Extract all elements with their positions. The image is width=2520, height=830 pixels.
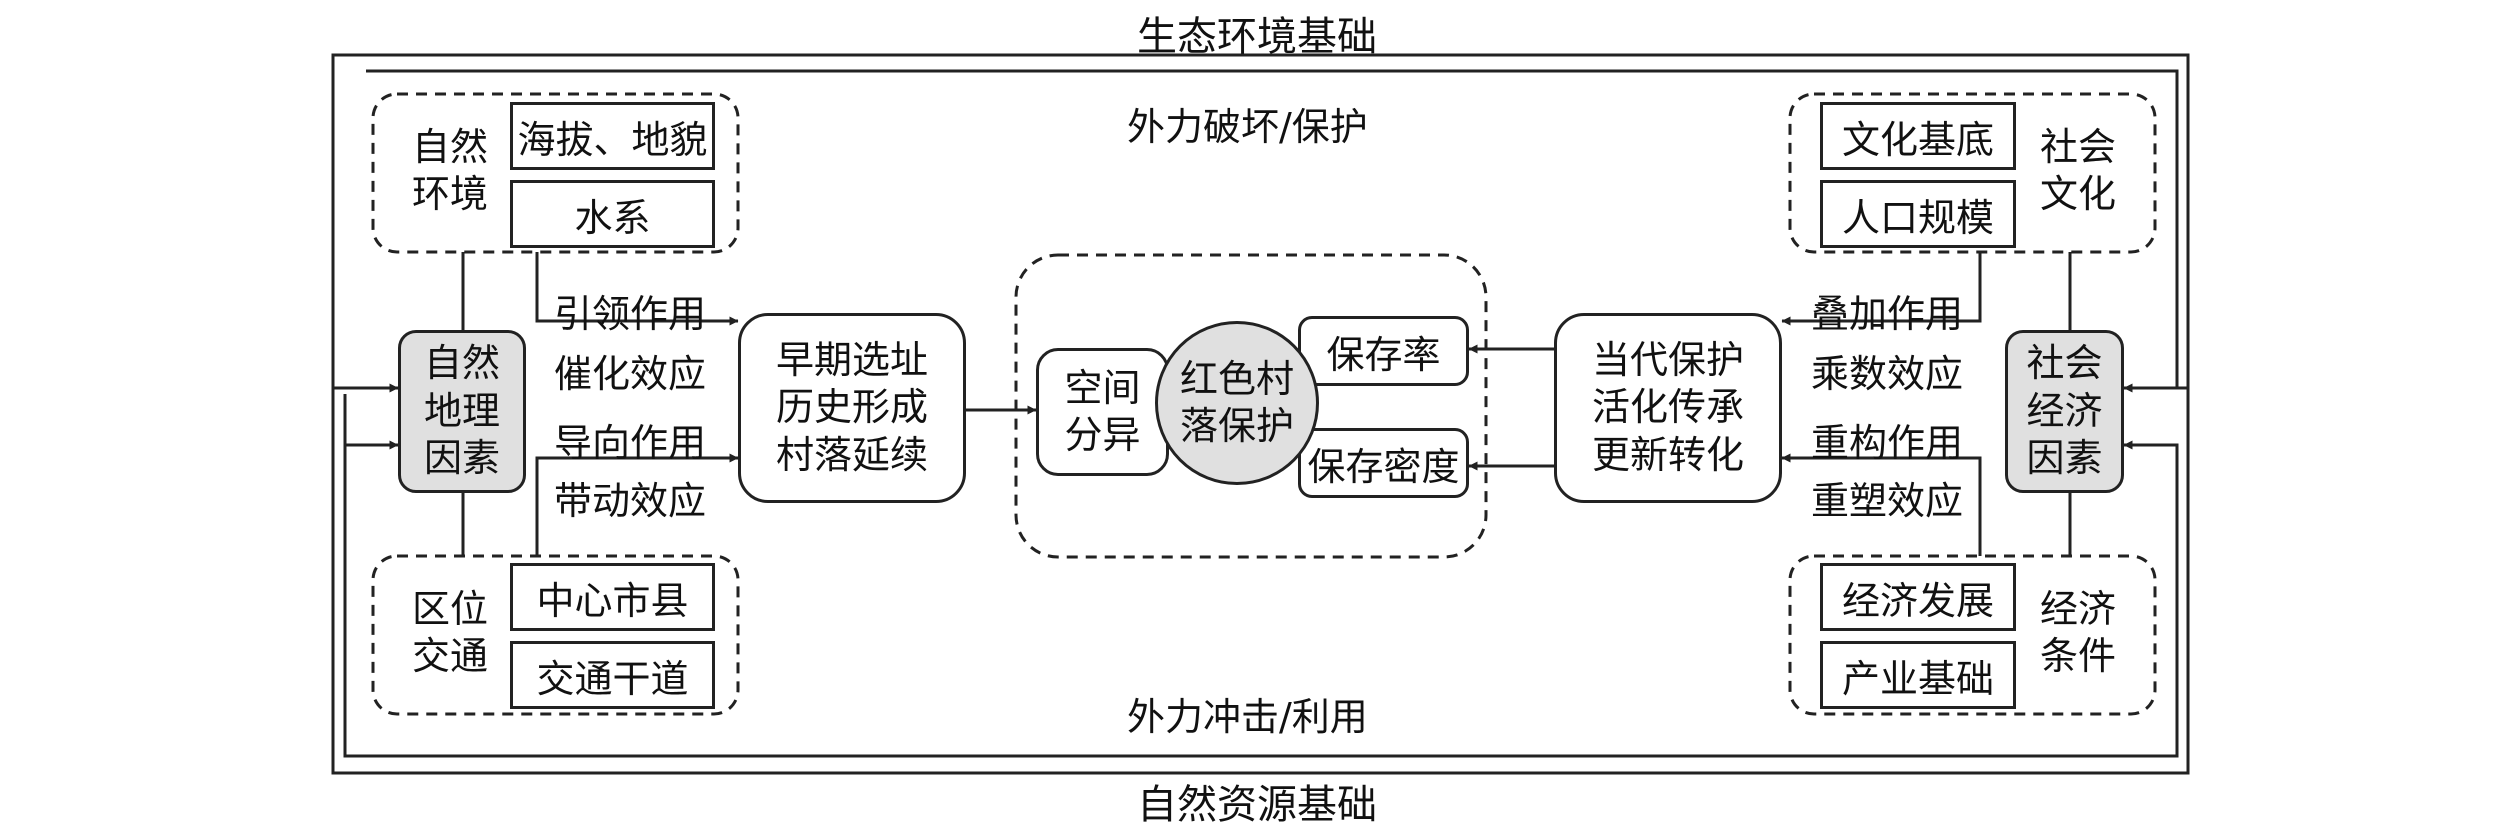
preservation-rate-box: 保存率	[1298, 316, 1469, 386]
location-label-line2: 交通	[411, 634, 488, 678]
social-culture-item-2: 人口规模	[1820, 180, 2016, 248]
social-factor-line1: 社会	[2026, 341, 2103, 386]
spatial-line2: 分异	[1064, 413, 1141, 457]
early-formation-box: 早期选址 历史形成 村落延续	[738, 313, 966, 503]
location-label: 区位 交通	[405, 578, 495, 688]
location-label-line1: 区位	[411, 586, 488, 631]
social-factor-line2: 经济	[2026, 388, 2103, 433]
spatial-differentiation-box: 空间 分异	[1036, 348, 1169, 476]
right-effect-2: 乘数效应	[1811, 352, 1964, 396]
left-effect-4: 带动效应	[554, 479, 707, 523]
early-formation-line2: 历史形成	[775, 385, 928, 430]
early-formation-line1: 早期选址	[775, 337, 928, 382]
early-formation-line3: 村落延续	[775, 432, 928, 477]
outer-frame	[331, 53, 2190, 775]
right-effect-1: 叠加作用	[1811, 292, 1964, 336]
core-line1: 红色村	[1179, 356, 1294, 401]
modern-protection-box: 当代保护 活化传承 更新转化	[1554, 313, 1782, 503]
economic-label: 经济 条件	[2033, 578, 2123, 688]
modern-protection-line3: 更新转化	[1591, 432, 1744, 477]
location-item-1: 中心市县	[510, 563, 715, 631]
social-culture-label: 社会 文化	[2033, 116, 2123, 226]
natural-env-group	[371, 92, 740, 254]
economic-group	[1788, 554, 2157, 716]
natural-factor-line2: 地理	[423, 388, 500, 433]
left-effect-3: 导向作用	[554, 421, 707, 465]
natural-env-item-2: 水系	[510, 180, 715, 248]
natural-factor-line1: 自然	[423, 341, 500, 386]
modern-protection-line1: 当代保护	[1591, 337, 1744, 382]
bottom-outer-label: 自然资源基础	[1137, 782, 1377, 828]
social-culture-group	[1788, 92, 2157, 254]
natural-env-label-line1: 自然	[411, 124, 488, 169]
natural-env-label-line2: 环境	[411, 172, 488, 216]
left-effect-2: 催化效应	[554, 352, 707, 396]
natural-factor-box: 自然 地理 因素	[398, 330, 526, 493]
modern-protection-line2: 活化传承	[1591, 385, 1744, 430]
preservation-density-box: 保存密度	[1298, 428, 1469, 498]
social-economic-factor-box: 社会 经济 因素	[2005, 330, 2124, 493]
right-effect-4: 重塑效应	[1811, 479, 1964, 523]
red-village-protection-core: 红色村 落保护	[1155, 321, 1319, 485]
core-line2: 落保护	[1179, 404, 1294, 448]
natural-env-label: 自然 环境	[405, 116, 495, 226]
economic-item-1: 经济发展	[1820, 563, 2016, 631]
economic-label-line2: 条件	[2039, 634, 2116, 678]
social-culture-item-1: 文化基底	[1820, 102, 2016, 170]
social-culture-label-line1: 社会	[2039, 124, 2116, 169]
right-effect-3: 重构作用	[1811, 421, 1964, 465]
bottom-inner-path	[343, 394, 2179, 758]
natural-env-item-1: 海拔、地貌	[510, 102, 715, 170]
location-group	[371, 554, 740, 716]
top-inner-path	[366, 69, 2179, 388]
social-culture-label-line2: 文化	[2039, 172, 2116, 216]
economic-label-line1: 经济	[2039, 586, 2116, 631]
economic-item-2: 产业基础	[1820, 641, 2016, 709]
top-inner-label: 外力破坏/保护	[1127, 105, 1368, 149]
center-group	[1014, 253, 1488, 559]
natural-factor-line3: 因素	[423, 436, 500, 481]
top-outer-label: 生态环境基础	[1137, 14, 1377, 60]
social-factor-line3: 因素	[2026, 436, 2103, 481]
bottom-inner-label: 外力冲击/利用	[1127, 695, 1368, 739]
location-item-2: 交通干道	[510, 641, 715, 709]
spatial-line1: 空间	[1064, 365, 1141, 410]
left-effect-1: 引领作用	[554, 292, 707, 336]
